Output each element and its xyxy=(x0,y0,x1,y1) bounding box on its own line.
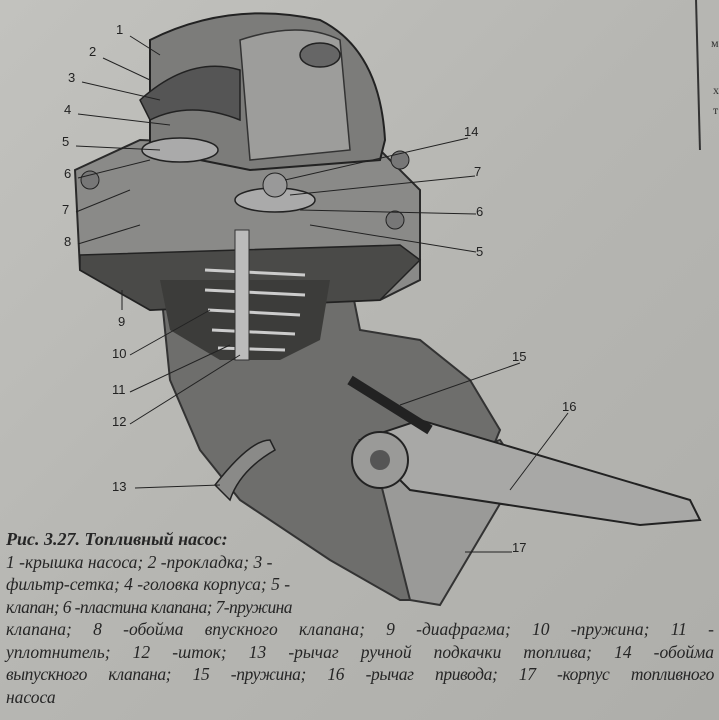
margin-letter: х xyxy=(713,83,719,97)
callout-2: 2 xyxy=(89,44,97,59)
spring-15 xyxy=(347,375,433,435)
callout-4: 4 xyxy=(64,102,72,117)
manual-lever-13 xyxy=(214,439,276,502)
callout-14: 14 xyxy=(464,124,479,139)
callout-9: 9 xyxy=(118,314,126,329)
figure-caption: Рис. 3.27. Топливный насос: 1 -крышка на… xyxy=(6,528,718,708)
callout-17: 17 xyxy=(512,540,527,555)
callout-12: 12 xyxy=(112,414,127,429)
margin-letter: т xyxy=(713,103,719,117)
caption-title: Рис. 3.27. Топливный насос: xyxy=(6,529,228,549)
callout-1: 1 xyxy=(116,22,124,37)
filter-mesh xyxy=(139,65,241,122)
callout-16: 16 xyxy=(562,399,577,414)
caption-line: фильтр-сетка; 4 -головка корпуса; 5 - xyxy=(6,574,291,594)
spring-10 xyxy=(204,268,306,352)
caption-line: клапан; 6 -пластина клапана; 7-пружина xyxy=(6,596,292,617)
callout-15: 15 xyxy=(512,349,527,364)
callout-13: 13 xyxy=(112,479,127,494)
callout-10: 10 xyxy=(112,346,127,361)
margin-letter: м xyxy=(711,36,719,50)
caption-line: выпускного клапана; 15 -пружина; 16 -рыч… xyxy=(6,664,714,684)
caption-line: клапана; 8 -обойма впускного клапана; 9 … xyxy=(6,619,714,639)
callout-5: 5 xyxy=(62,134,70,149)
rod-12 xyxy=(234,229,250,361)
caption-line: 1 -крышка насоса; 2 -прокладка; 3 - xyxy=(6,551,273,572)
caption-line: уплотнитель; 12 -шток; 13 -рычаг ручной … xyxy=(6,641,714,662)
callout-7-right: 7 xyxy=(474,164,482,179)
callout-5-right: 5 xyxy=(476,244,484,259)
callout-8: 8 xyxy=(64,234,72,249)
caption-line: насоса xyxy=(6,686,56,707)
callout-11: 11 xyxy=(112,382,126,397)
callout-3: 3 xyxy=(68,70,76,85)
callout-6: 6 xyxy=(64,166,72,181)
callout-7: 7 xyxy=(62,202,70,217)
callout-6-right: 6 xyxy=(476,204,484,219)
